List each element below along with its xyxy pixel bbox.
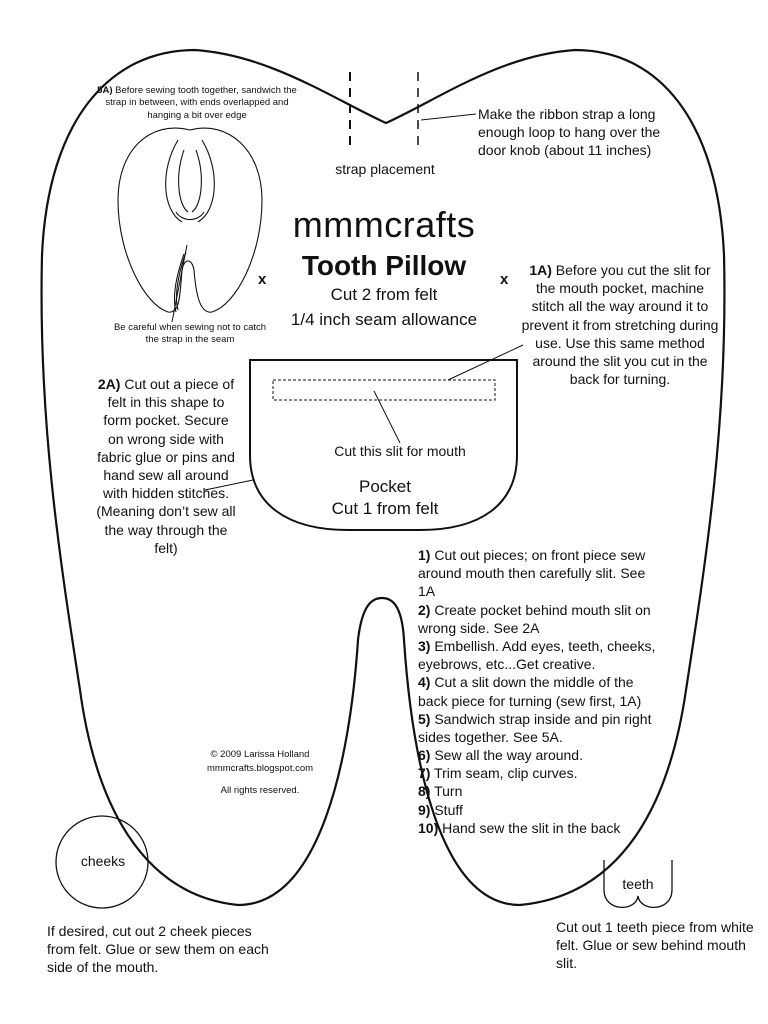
step-item: 1) Cut out pieces; on front piece sew ar… xyxy=(418,546,658,601)
note-1a-text: Before you cut the slit for the mouth po… xyxy=(521,262,719,388)
steps-list: 1) Cut out pieces; on front piece sew ar… xyxy=(418,546,658,837)
note-2a-label: 2A) xyxy=(97,376,121,392)
step-item: 9) Stuff xyxy=(418,801,658,819)
brand-name: mmmcrafts xyxy=(292,204,476,245)
step-item: 5) Sandwich strap inside and pin right s… xyxy=(418,710,658,746)
note-1a-leader xyxy=(447,344,524,381)
ribbon-note: Make the ribbon strap a long enough loop… xyxy=(478,106,661,159)
step-number: 1) xyxy=(418,547,431,563)
pocket-shape xyxy=(249,359,518,531)
step-text: Sew all the way around. xyxy=(434,747,583,764)
note-2a-leader xyxy=(204,479,254,491)
tooth-outline xyxy=(40,48,726,907)
cut-instruction: Cut 2 from felt xyxy=(330,285,438,304)
step-text: Cut a slit down the middle of the back p… xyxy=(418,674,642,709)
pocket-title: Pocket xyxy=(359,477,411,496)
step-number: 7) xyxy=(418,765,431,782)
step-text: Create pocket behind mouth slit on wrong… xyxy=(418,601,651,636)
step-item: 6) Sew all the way around. xyxy=(418,746,658,764)
step-number: 10) xyxy=(418,819,439,836)
step-text: Sandwich strap inside and pin right side… xyxy=(418,710,652,745)
note-5a-label: 5A) xyxy=(97,85,113,96)
pocket-cut-instruction: Cut 1 from felt xyxy=(331,499,439,519)
step-number: 6) xyxy=(418,747,431,764)
x-mark-left: x xyxy=(258,271,267,288)
step-number: 9) xyxy=(418,801,431,818)
cheek-circle xyxy=(55,815,149,909)
note-5a-text: Before sewing tooth together, sandwich t… xyxy=(105,85,297,121)
step-number: 4) xyxy=(418,674,431,691)
step-text: Turn xyxy=(434,783,463,800)
step-item: 3) Embellish. Add eyes, teeth, cheeks, e… xyxy=(418,637,658,673)
step-text: Hand sew the slit in the back xyxy=(442,819,621,836)
page-title: Tooth Pillow xyxy=(301,250,467,281)
step-text: Stuff xyxy=(434,801,463,818)
careful-leader xyxy=(171,244,188,323)
slit-label: Cut this slit for mouth xyxy=(334,443,466,459)
cheeks-label: cheeks xyxy=(80,853,126,869)
step-item: 8) Turn xyxy=(418,782,658,800)
step-item: 4) Cut a slit down the middle of the bac… xyxy=(418,673,658,709)
step-number: 3) xyxy=(418,637,431,654)
note-5a: 5A) Before sewing tooth together, sandwi… xyxy=(92,85,302,122)
teeth-shape xyxy=(603,860,673,908)
step-number: 8) xyxy=(418,783,431,800)
note-1a: 1A) Before you cut the slit for the mout… xyxy=(520,261,720,388)
teeth-note: Cut out 1 teeth piece from white felt. G… xyxy=(556,919,754,972)
slit-leader xyxy=(373,390,401,444)
seam-allowance: 1/4 inch seam allowance xyxy=(290,310,478,329)
strap-placement-label: strap placement xyxy=(335,161,435,177)
note-2a-text: Cut out a piece of felt in this shape to… xyxy=(96,376,236,556)
step-number: 2) xyxy=(418,601,431,618)
step-item: 2) Create pocket behind mouth slit on wr… xyxy=(418,601,658,637)
copyright-line: © 2009 Larissa Holland xyxy=(210,749,310,760)
teeth-label: teeth xyxy=(622,876,654,892)
rights-reserved: All rights reserved. xyxy=(220,784,300,796)
pocket-label: Pocket Cut 1 from felt xyxy=(300,476,470,520)
step-item: 10) Hand sew the slit in the back xyxy=(418,819,658,837)
step-item: 7) Trim seam, clip curves. xyxy=(418,764,658,782)
step-text: Embellish. Add eyes, teeth, cheeks, eyeb… xyxy=(418,637,656,673)
strap-illustration xyxy=(117,127,263,313)
note-1a-label: 1A) xyxy=(529,262,552,278)
cheeks-note: If desired, cut out 2 cheek pieces from … xyxy=(47,923,269,976)
copyright-url: mmmcrafts.blogspot.com xyxy=(206,762,314,774)
ribbon-leader xyxy=(420,113,477,121)
note-2a: 2A) Cut out a piece of felt in this shap… xyxy=(96,375,236,557)
step-text: Trim seam, clip curves. xyxy=(434,765,578,782)
copyright: © 2009 Larissa Holland mmmcrafts.blogspo… xyxy=(180,748,340,797)
mouth-slit xyxy=(272,379,496,401)
step-text: Cut out pieces; on front piece sew aroun… xyxy=(418,547,646,600)
careful-note: Be careful when sewing not to catch the … xyxy=(113,322,267,346)
step-number: 5) xyxy=(418,710,431,727)
x-mark-right: x xyxy=(500,271,509,288)
